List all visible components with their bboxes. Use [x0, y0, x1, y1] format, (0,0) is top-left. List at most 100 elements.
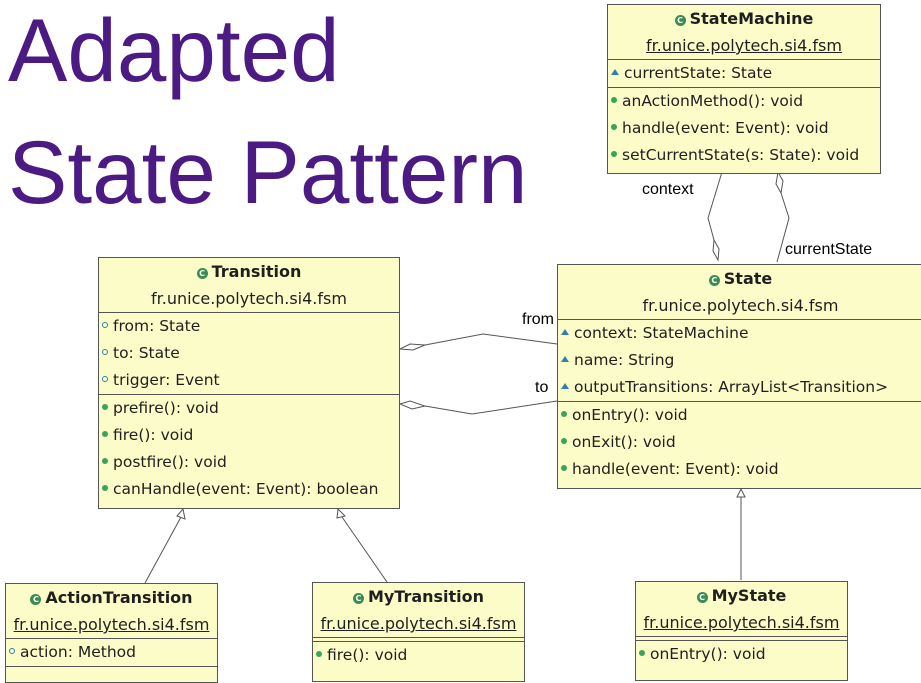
- current-state-aggregation-diamond: [775, 170, 784, 195]
- package-visibility-icon: [561, 329, 569, 335]
- attribute-row: name: String: [558, 347, 921, 374]
- public-visibility-icon: [611, 151, 617, 157]
- package-visibility-icon: [561, 356, 569, 362]
- method-row: setCurrentState(s: State): void: [608, 142, 880, 169]
- protected-visibility-icon: [102, 322, 108, 328]
- from-role-label: from: [522, 311, 554, 328]
- class-package: fr.unice.polytech.si4.fsm: [151, 289, 347, 308]
- to-association-line: [424, 400, 558, 415]
- class-package: fr.unice.polytech.si4.fsm: [13, 615, 210, 634]
- methods-section: anActionMethod(): void handle(event: Eve…: [608, 87, 880, 169]
- package-visibility-icon: [561, 383, 569, 389]
- public-visibility-icon: [561, 438, 567, 444]
- method-row: anActionMethod(): void: [608, 88, 880, 115]
- package-visibility-icon: [611, 69, 619, 75]
- attribute-row: from: State: [99, 313, 399, 340]
- attribute-row: context: StateMachine: [558, 320, 921, 347]
- attribute-row: currentState: State: [608, 60, 880, 87]
- class-name: StateMachine: [689, 9, 814, 28]
- slide-title-line-2: State Pattern: [8, 122, 528, 222]
- method-row: handle(event: Event): void: [558, 456, 921, 483]
- public-visibility-icon: [102, 404, 108, 410]
- method-row: handle(event: Event): void: [608, 115, 880, 142]
- attributes-section: [313, 637, 524, 641]
- class-icon: C: [696, 592, 708, 603]
- public-visibility-icon: [561, 465, 567, 471]
- class-icon: C: [708, 275, 720, 286]
- public-visibility-icon: [102, 431, 108, 437]
- action-transition-generalization-arrow: [176, 507, 186, 520]
- attributes-section: action: Method: [6, 638, 217, 666]
- attribute-row: outputTransitions: ArrayList<Transition>: [558, 374, 921, 401]
- current-state-association-line: [776, 192, 790, 263]
- attribute-row: trigger: Event: [99, 367, 399, 394]
- method-row: fire(): void: [99, 422, 399, 449]
- attributes-section: context: StateMachine name: String outpu…: [558, 319, 921, 401]
- methods-section: [6, 666, 217, 667]
- class-name: MyTransition: [367, 587, 485, 606]
- protected-visibility-icon: [102, 349, 108, 355]
- public-visibility-icon: [102, 458, 108, 464]
- methods-section: onEntry(): void: [636, 640, 847, 668]
- method-row: onEntry(): void: [558, 402, 921, 429]
- class-package: fr.unice.polytech.si4.fsm: [642, 296, 839, 315]
- my-state-generalization-arrow: [736, 487, 746, 498]
- method-row: canHandle(event: Event): boolean: [99, 476, 399, 503]
- class-package: fr.unice.polytech.si4.fsm: [646, 36, 842, 55]
- method-row: onExit(): void: [558, 429, 921, 456]
- from-aggregation-diamond: [398, 343, 426, 351]
- protected-visibility-icon: [9, 648, 15, 654]
- to-role-label: to: [535, 379, 549, 396]
- from-association-line: [424, 333, 558, 346]
- attributes-section: [636, 636, 847, 640]
- public-visibility-icon: [102, 485, 108, 491]
- my-transition-generalization-arrow: [336, 507, 346, 519]
- class-icon: C: [30, 594, 42, 605]
- current-state-role-label: currentState: [785, 241, 873, 258]
- to-aggregation-diamond: [398, 400, 427, 410]
- method-row: onEntry(): void: [636, 641, 847, 668]
- class-name: MyState: [711, 586, 787, 605]
- class-icon: C: [674, 15, 686, 26]
- class-package: fr.unice.polytech.si4.fsm: [643, 613, 840, 632]
- protected-visibility-icon: [102, 376, 108, 382]
- methods-section: prefire(): void fire(): void postfire():…: [99, 394, 399, 503]
- context-aggregation-diamond: [712, 238, 720, 262]
- context-role-label: context: [642, 181, 694, 198]
- class-package: fr.unice.polytech.si4.fsm: [320, 614, 517, 633]
- public-visibility-icon: [611, 97, 617, 103]
- class-icon: C: [196, 268, 208, 279]
- class-name: Transition: [211, 262, 302, 281]
- method-row: prefire(): void: [99, 395, 399, 422]
- action-transition-generalization-line: [144, 516, 182, 584]
- attributes-section: from: State to: State trigger: Event: [99, 312, 399, 394]
- attribute-row: to: State: [99, 340, 399, 367]
- public-visibility-icon: [561, 411, 567, 417]
- context-association-line: [707, 171, 723, 241]
- class-name: ActionTransition: [45, 588, 193, 607]
- methods-section: fire(): void: [313, 641, 524, 669]
- method-row: postfire(): void: [99, 449, 399, 476]
- class-name: State: [723, 269, 773, 288]
- public-visibility-icon: [316, 651, 322, 657]
- slide-title-line-1: Adapted: [8, 0, 340, 100]
- methods-section: onEntry(): void onExit(): void handle(ev…: [558, 401, 921, 483]
- method-row: fire(): void: [313, 642, 524, 669]
- class-icon: C: [352, 593, 364, 604]
- attributes-section: currentState: State: [608, 59, 880, 87]
- public-visibility-icon: [611, 124, 617, 130]
- public-visibility-icon: [639, 650, 645, 656]
- attribute-row: action: Method: [6, 639, 217, 666]
